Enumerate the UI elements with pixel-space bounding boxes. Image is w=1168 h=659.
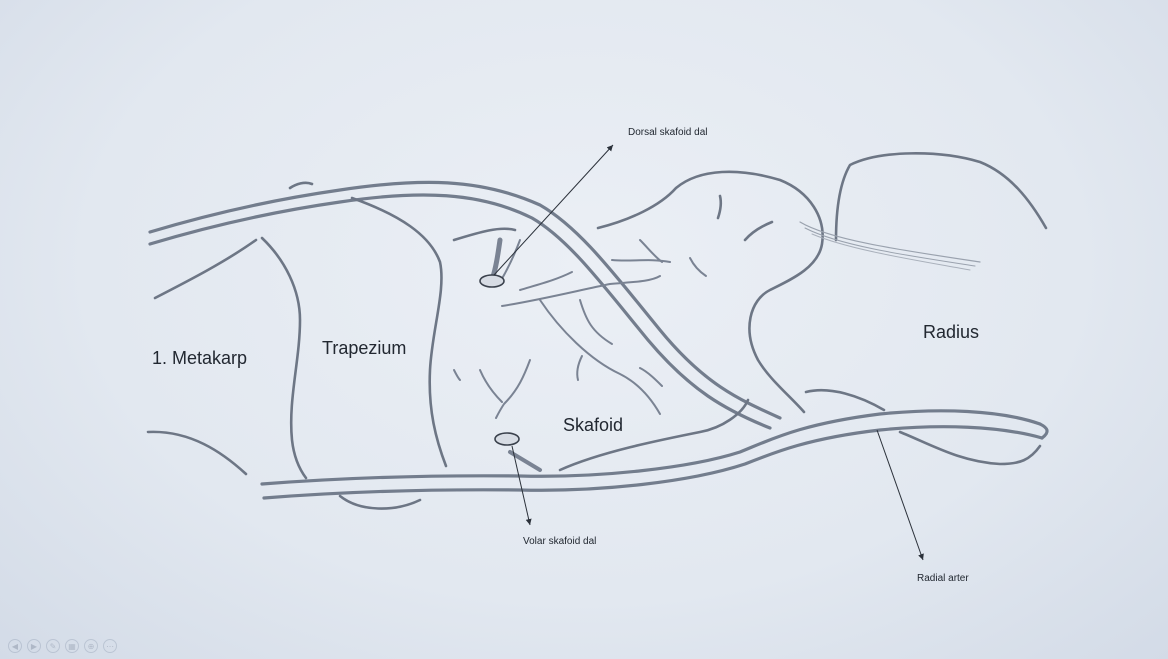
grid-icon[interactable]: ▦ xyxy=(65,639,79,653)
label-radius: Radius xyxy=(923,322,979,343)
dorsal-branch-marker xyxy=(480,275,504,287)
label-metakarp: 1. Metakarp xyxy=(152,348,247,369)
dorsal-artery xyxy=(150,182,780,428)
volar-branch-marker xyxy=(495,433,519,445)
label-trapezium: Trapezium xyxy=(322,338,406,359)
previous-icon[interactable]: ◀ xyxy=(8,639,22,653)
label-skafoid: Skafoid xyxy=(563,415,623,436)
label-dorsal-branch: Dorsal skafoid dal xyxy=(628,127,707,138)
label-radial-artery: Radial arter xyxy=(917,573,969,584)
slideshow-controls: ◀ ▶ ✎ ▦ ⊕ ⋯ xyxy=(8,639,117,655)
label-volar-branch: Volar skafoid dal xyxy=(523,536,596,547)
zoom-icon[interactable]: ⊕ xyxy=(84,639,98,653)
more-icon[interactable]: ⋯ xyxy=(103,639,117,653)
carpal-bone-outline xyxy=(598,172,823,412)
radial-artery-vessel xyxy=(262,411,1047,498)
pen-icon[interactable]: ✎ xyxy=(46,639,60,653)
next-icon[interactable]: ▶ xyxy=(27,639,41,653)
radial-artery-arrow xyxy=(877,430,923,560)
